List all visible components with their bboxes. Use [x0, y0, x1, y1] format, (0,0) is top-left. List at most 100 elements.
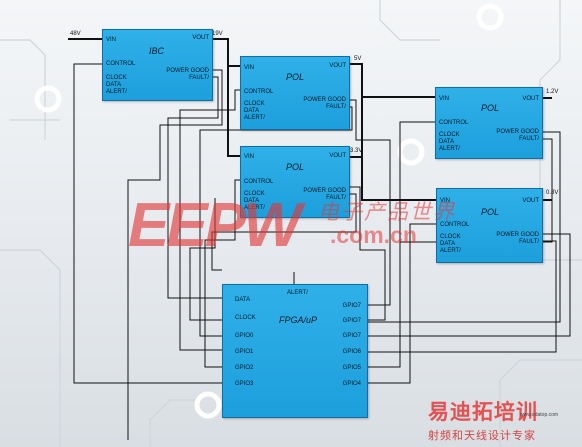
- power-rails: [68, 38, 552, 201]
- pin-alert: ALERT/: [244, 115, 265, 121]
- fpga-pin-right: GPIO6: [342, 349, 361, 355]
- block-title: FPGA/uP: [279, 315, 318, 325]
- pin-vout: VOUT: [522, 198, 539, 204]
- block-title: POL: [481, 103, 500, 113]
- pin-clock: CLOCK: [439, 132, 460, 138]
- net-label-19v: 19V: [212, 31, 223, 37]
- pin-control: CONTROL: [439, 120, 469, 126]
- pin-fault: FAULT/: [189, 75, 209, 81]
- net-label-48v: 48V: [70, 31, 81, 37]
- fpga-pin-left: GPIO3: [235, 381, 254, 387]
- wire-ibc-powergood: [127, 69, 223, 440]
- pin-data: DATA: [106, 82, 122, 88]
- wire-pol4-powergood: [366, 233, 571, 337]
- pin-data: DATA: [439, 139, 455, 145]
- fpga-pin-right: GPIO7: [342, 303, 361, 309]
- edatop-watermark: 易迪拓培训: [428, 400, 538, 424]
- pin-fault: FAULT/: [519, 239, 539, 245]
- block-title: POL: [286, 72, 305, 82]
- pin-vout: VOUT: [329, 63, 346, 69]
- wire-pol2-control: [204, 179, 241, 368]
- edatop-watermark-sub: 射频和天线设计专家: [428, 429, 536, 442]
- wire-pol2-powergood: [348, 186, 386, 321]
- fpga-block: ALERT/ FPGA/uP DATA CLOCK GPIO0 GPIO1 GP…: [222, 284, 368, 418]
- wire-ibc-fault: [167, 76, 222, 299]
- wire-5v-pol4: [361, 97, 436, 201]
- wire-pol1-control: [179, 89, 241, 351]
- pin-clock: CLOCK: [106, 75, 127, 81]
- pin-control: CONTROL: [440, 222, 470, 228]
- wire-19v-pol1: [211, 38, 240, 67]
- wire-pol3-control: [366, 121, 436, 368]
- pin-alert: ALERT/: [439, 146, 460, 152]
- wire-pol1-fault: [199, 106, 353, 337]
- ibc-block: IBC VIN VOUT CONTROL POWER GOOD FAULT/ C…: [102, 29, 213, 101]
- wire-pol2-fault: [211, 193, 357, 271]
- fpga-pin-right: GPIO7: [342, 318, 361, 324]
- pin-alert: ALERT/: [244, 205, 265, 211]
- fpga-pin-left: GPIO2: [235, 365, 254, 371]
- block-title: POL: [481, 207, 500, 217]
- eepw-watermark-domain: .com.cn: [330, 222, 417, 248]
- wire-pol4-control: [366, 223, 436, 384]
- eepw-watermark-cn: 电子产品世界: [318, 200, 456, 224]
- pin-data: DATA: [244, 198, 260, 204]
- pol2-block: POL VIN VOUT CONTROL POWER GOOD FAULT/ C…: [240, 146, 350, 218]
- pin-vin: VIN: [439, 96, 450, 102]
- wire-5v-pol3: [348, 63, 435, 98]
- pol4-block: POL VIN VOUT CONTROL POWER GOOD FAULT/ C…: [436, 188, 543, 263]
- net-label-5v: 5V: [354, 56, 362, 62]
- deco-ring: [476, 3, 504, 31]
- block-title: IBC: [149, 46, 165, 56]
- pin-vout: VOUT: [329, 153, 346, 159]
- pin-power-good: POWER GOOD: [496, 129, 539, 135]
- pin-power-good: POWER GOOD: [303, 188, 346, 194]
- pin-power-good: POWER GOOD: [303, 97, 346, 103]
- pin-vout: VOUT: [192, 35, 209, 41]
- fpga-pin-right: GPIO7: [342, 333, 361, 339]
- fpga-pin-left: GPIO0: [235, 333, 254, 339]
- fpga-pin-alert: ALERT/: [287, 290, 308, 296]
- net-label-3v3: 3.3V: [350, 148, 363, 154]
- pin-alert: ALERT/: [106, 89, 127, 95]
- pin-fault: FAULT/: [519, 136, 539, 142]
- net-label-0v8: 0.8V: [546, 190, 559, 196]
- pin-control: CONTROL: [244, 179, 274, 185]
- fpga-pin-right: GPIO4: [342, 381, 361, 387]
- pin-data: DATA: [440, 241, 456, 247]
- deco-ring: [34, 85, 62, 113]
- pin-fault: FAULT/: [326, 195, 346, 201]
- eepw-watermark: EEPW: [128, 191, 302, 260]
- wire-pol3-powergood: [366, 131, 561, 323]
- pin-vout: VOUT: [522, 96, 539, 102]
- pin-clock: CLOCK: [244, 101, 265, 107]
- pin-vin: VIN: [440, 198, 451, 204]
- pol1-block: POL VIN VOUT CONTROL POWER GOOD FAULT/ C…: [240, 56, 350, 130]
- wire-ibc-control: [73, 63, 222, 384]
- pin-vin: VIN: [244, 65, 255, 71]
- pin-power-good: POWER GOOD: [166, 68, 209, 74]
- wire-19v-pol2: [227, 66, 240, 157]
- pin-clock: CLOCK: [244, 191, 265, 197]
- pol3-block: POL VIN VOUT CONTROL POWER GOOD FAULT/ C…: [435, 87, 543, 159]
- pin-vin: VIN: [244, 154, 255, 160]
- pin-fault: FAULT/: [326, 104, 346, 110]
- fpga-pin-left: CLOCK: [235, 315, 256, 321]
- wire-pol1-powergood: [348, 99, 391, 306]
- pin-vin: VIN: [106, 37, 117, 43]
- fpga-pin-left: GPIO1: [235, 349, 254, 355]
- block-title: POL: [286, 162, 305, 172]
- wire-clock-bus: [189, 198, 222, 321]
- deco-ring: [194, 391, 222, 419]
- pin-clock: CLOCK: [440, 234, 461, 240]
- wire-pol4-fault: [366, 240, 557, 353]
- pin-control: CONTROL: [106, 61, 136, 67]
- net-label-1v2: 1.2V: [546, 89, 559, 95]
- pin-power-good: POWER GOOD: [496, 232, 539, 238]
- pin-control: CONTROL: [244, 89, 274, 95]
- fpga-pin-right: GPIO5: [342, 365, 361, 371]
- edatop-watermark-url: www.edatop.com: [520, 412, 559, 418]
- signal-wires: [73, 63, 571, 440]
